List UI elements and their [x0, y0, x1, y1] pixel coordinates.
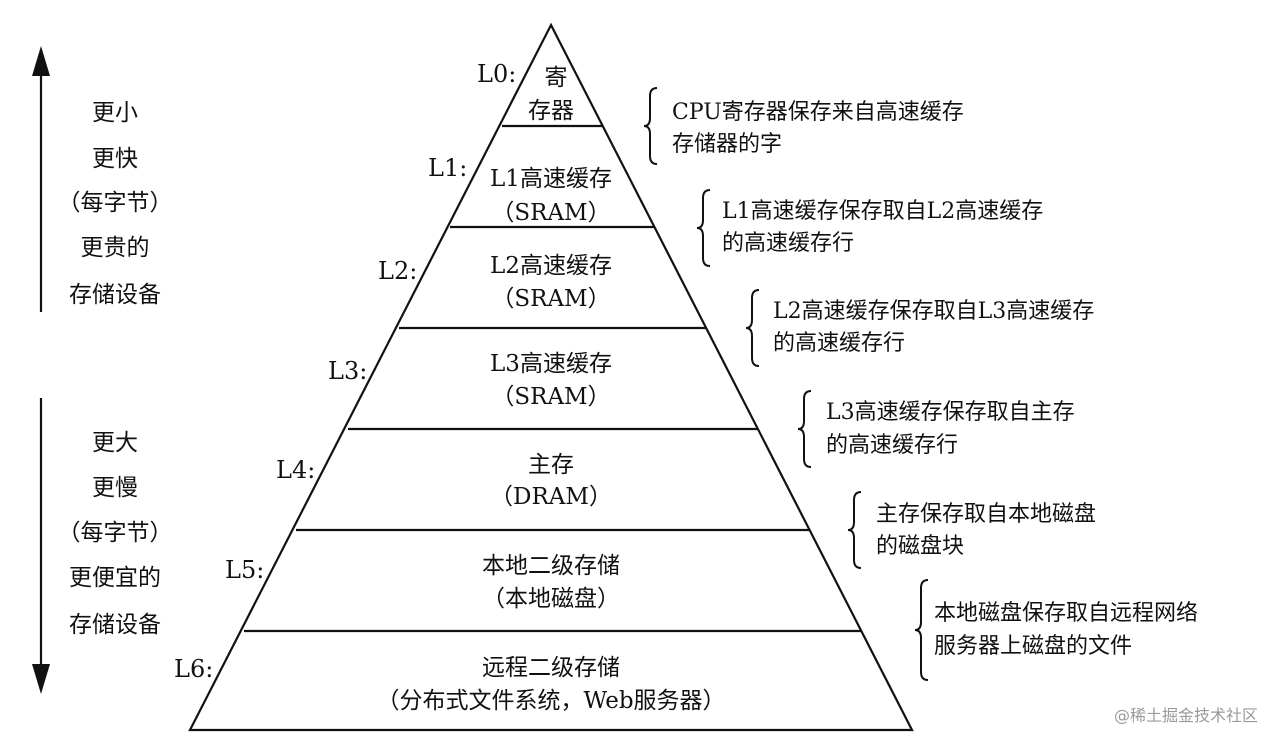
desc-l5-line1: 本地磁盘保存取自远程网络: [934, 601, 1198, 626]
layer-l1-line2: （SRAM）: [491, 200, 610, 226]
left-bottom-1: 更大: [92, 430, 138, 456]
brace-l3: [797, 390, 812, 468]
layer-l6-line1: 远程二级存储: [482, 655, 620, 681]
level-id-l3: L3:: [328, 357, 367, 385]
layer-l2-line1: L2高速缓存: [490, 253, 612, 279]
level-id-l6: L6:: [174, 655, 213, 683]
left-bottom-2: 更慢: [92, 475, 138, 501]
descriptions: CPU寄存器保存来自高速缓存 存储器的字 L1高速缓存保存取自L2高速缓存 的高…: [672, 100, 1198, 659]
layer-l2-line2: （SRAM）: [491, 286, 610, 312]
desc-l2-line1: L2高速缓存保存取自L3高速缓存: [773, 299, 1094, 324]
level-id-l2: L2:: [378, 257, 417, 285]
brace-l2: [745, 289, 760, 367]
watermark: @稀土掘金技术社区: [1114, 706, 1258, 725]
level-id-l4: L4:: [276, 456, 315, 484]
layer-l1-line1: L1高速缓存: [490, 166, 612, 192]
left-bottom-4: 更便宜的: [69, 565, 161, 591]
left-bottom-labels: 更大 更慢 （每字节） 更便宜的 存储设备: [58, 430, 173, 638]
layer-l0-line2: 存器: [528, 98, 574, 124]
left-top-1: 更小: [92, 100, 138, 126]
braces: [643, 87, 929, 681]
arrow-faster: [32, 46, 50, 312]
pyramid-outline: [188, 22, 914, 732]
left-top-2: 更快: [92, 146, 138, 172]
layer-l4-line1: 主存: [528, 452, 574, 478]
desc-l3-line1: L3高速缓存保存取自主存: [826, 400, 1075, 425]
layer-l5-line2: （本地磁盘）: [482, 586, 620, 612]
desc-l3-line2: 的高速缓存行: [826, 433, 958, 458]
desc-l2-line2: 的高速缓存行: [773, 331, 905, 356]
desc-l0-line1: CPU寄存器保存来自高速缓存: [672, 100, 964, 125]
left-bottom-5: 存储设备: [69, 612, 161, 638]
layer-l3-line1: L3高速缓存: [490, 351, 612, 377]
left-top-5: 存储设备: [69, 282, 161, 308]
level-id-l1: L1:: [428, 154, 467, 182]
arrow-slower: [32, 398, 50, 694]
brace-l1: [696, 189, 711, 267]
pyramid-dividers: [244, 124, 862, 633]
layer-l5-line1: 本地二级存储: [482, 553, 620, 579]
desc-l0-line2: 存储器的字: [672, 132, 782, 157]
level-ids: L0: L1: L2: L3: L4: L5: L6:: [174, 60, 516, 683]
layer-l6-line2: （分布式文件系统，Web服务器）: [376, 688, 725, 714]
desc-l1-line1: L1高速缓存保存取自L2高速缓存: [722, 199, 1043, 224]
layer-l3-line2: （SRAM）: [491, 384, 610, 410]
left-bottom-3: （每字节）: [58, 520, 173, 546]
level-id-l0: L0:: [477, 60, 516, 88]
desc-l1-line2: 的高速缓存行: [722, 231, 854, 256]
desc-l5-line2: 服务器上磁盘的文件: [934, 634, 1132, 659]
left-top-3: （每字节）: [58, 190, 173, 216]
brace-l5: [914, 579, 929, 681]
layer-l0-line1: 寄: [545, 65, 568, 91]
brace-l0: [643, 87, 658, 165]
brace-l4: [847, 491, 862, 569]
desc-l4-line1: 主存保存取自本地磁盘: [876, 502, 1096, 527]
left-top-4: 更贵的: [81, 235, 150, 261]
layer-texts: 寄 存器 L1高速缓存 （SRAM） L2高速缓存 （SRAM） L3高速缓存 …: [376, 65, 725, 714]
layer-l4-line2: （DRAM）: [490, 484, 612, 510]
desc-l4-line2: 的磁盘块: [876, 534, 964, 559]
left-top-labels: 更小 更快 （每字节） 更贵的 存储设备: [58, 100, 173, 308]
level-id-l5: L5:: [225, 556, 264, 584]
